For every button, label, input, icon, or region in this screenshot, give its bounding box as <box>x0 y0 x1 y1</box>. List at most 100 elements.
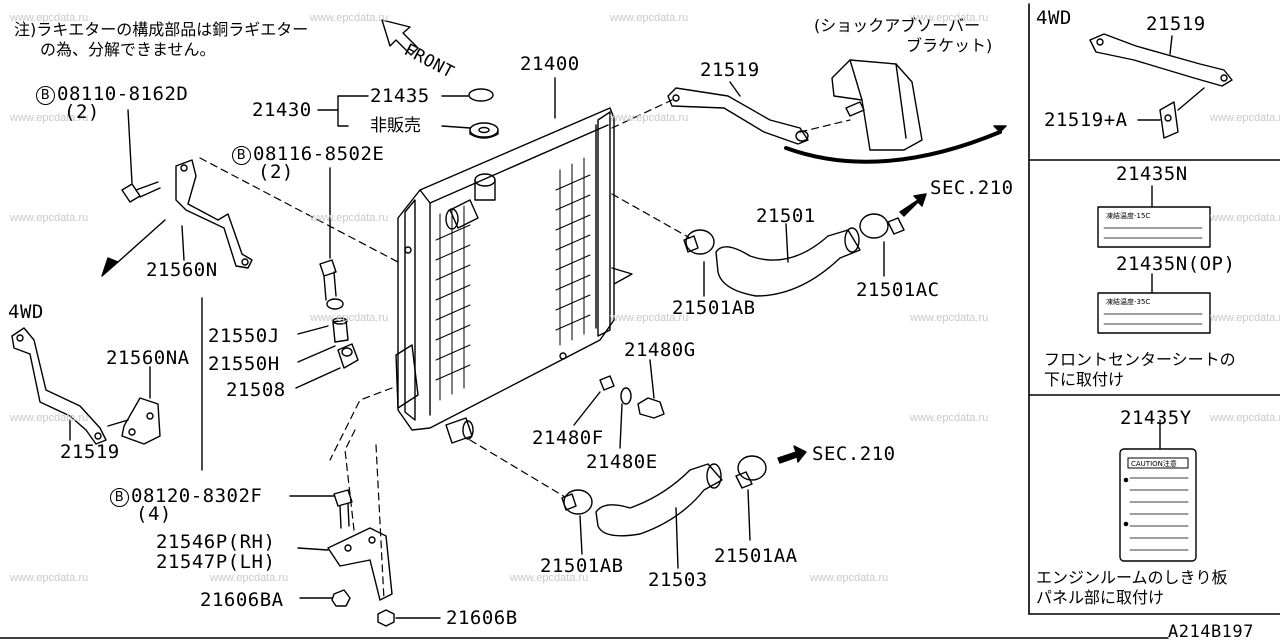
part-21501aa: 21501AA <box>714 545 798 567</box>
sec-210-upper: SEC.210 <box>930 177 1014 199</box>
watermark: www.epcdata.ru <box>610 112 689 124</box>
part-21519-left: 21519 <box>60 441 120 463</box>
part-21606ba: 21606BA <box>200 589 284 611</box>
grommet-21508 <box>337 343 359 369</box>
bracket-21519a <box>1159 101 1179 139</box>
bracket-21519-upper <box>667 87 809 145</box>
bolt-b1-qty: (2) <box>64 101 100 123</box>
side-part-21519: 21519 <box>1146 13 1206 35</box>
clamp-21501aa <box>735 455 767 489</box>
nut-21606b <box>377 609 395 627</box>
watermark: www.epcdata.ru <box>1210 112 1280 124</box>
watermark: www.epcdata.ru <box>610 12 689 24</box>
bolt-b3-qty: (4) <box>136 503 172 525</box>
drain-plug-21480f <box>599 375 615 391</box>
bracket-21560na <box>121 397 161 445</box>
circle-b-icon: B <box>36 86 55 105</box>
watermark: www.epcdata.ru <box>10 12 89 24</box>
bracket-note-line-1: (ショックアブソーバー <box>814 16 981 35</box>
part-21501ab-upper: 21501AB <box>672 297 756 319</box>
watermark: www.epcdata.ru <box>910 12 989 24</box>
bushing-21550h <box>332 317 349 343</box>
bolt-b2-number-text: 08116-8502E <box>253 143 385 165</box>
part-21550j: 21550J <box>208 325 280 347</box>
part-21400: 21400 <box>520 53 580 75</box>
part-21480e: 21480E <box>586 451 658 473</box>
circle-b-icon: B <box>232 146 251 165</box>
watermark: www.epcdata.ru <box>910 312 989 324</box>
coolant-tag-35c <box>1097 292 1211 334</box>
note-engine-room-line-2: パネル部に取付け <box>1036 588 1165 607</box>
four-wd-left-label: 4WD <box>8 301 44 323</box>
part-21560n: 21560N <box>146 259 218 281</box>
bolt-b3-number-text: 08120-8302F <box>131 485 263 507</box>
watermark: www.epcdata.ru <box>210 572 289 584</box>
drain-washer-21480e <box>620 387 632 405</box>
part-21508: 21508 <box>226 379 286 401</box>
circle-b-icon: B <box>110 488 129 507</box>
part-21606b: 21606B <box>446 607 518 629</box>
direction-arrow-icon <box>101 219 166 277</box>
part-21501ac: 21501AC <box>856 279 940 301</box>
watermark: www.epcdata.ru <box>10 572 89 584</box>
bracket-note-line-2: ブラケット) <box>906 36 993 55</box>
bracket-21519-4wd-side <box>1089 33 1233 87</box>
part-21503: 21503 <box>648 569 708 591</box>
curved-arrow-icon <box>784 130 1002 164</box>
caution-text: CAUTION注意 <box>1131 460 1177 468</box>
tag-15c-text: 凍結温度-15C <box>1106 212 1151 220</box>
watermark: www.epcdata.ru <box>10 412 89 424</box>
watermark: www.epcdata.ru <box>1210 312 1280 324</box>
part-21435: 21435 <box>370 85 430 107</box>
clamp-21501ac <box>859 213 905 239</box>
note-front-seat-line-1: フロントセンターシートの <box>1044 350 1236 369</box>
note-line-1: 注)ラキエターの構成部品は銅ラギエター <box>14 20 309 39</box>
side-part-21435n: 21435N <box>1116 163 1188 185</box>
bolt-b1-number-text: 08110-8162D <box>57 83 189 105</box>
clamp-21501ab-upper <box>683 229 715 255</box>
four-wd-side-label: 4WD <box>1036 7 1072 29</box>
part-21480f: 21480F <box>532 427 604 449</box>
watermark: www.epcdata.ru <box>510 572 589 584</box>
gasket-21435 <box>468 88 494 102</box>
note-line-2: の為、分解できません。 <box>40 40 216 59</box>
part-21547p: 21547P(LH) <box>156 551 276 573</box>
note-engine-room-line-1: エンジンルームのしきり板 <box>1036 568 1228 587</box>
watermark: www.epcdata.ru <box>610 312 689 324</box>
side-panel-frame <box>1028 3 1280 615</box>
front-arrow-icon <box>381 19 419 56</box>
watermark: www.epcdata.ru <box>1210 212 1280 224</box>
watermark: www.epcdata.ru <box>310 12 389 24</box>
part-21501: 21501 <box>756 205 816 227</box>
part-21501ab-lower: 21501AB <box>540 555 624 577</box>
not-sold-label: 非販売 <box>370 116 421 136</box>
note-front-seat-line-2: 下に取付け <box>1044 370 1125 389</box>
radiator-cap <box>469 122 499 139</box>
sec-210-lower: SEC.210 <box>812 443 896 465</box>
hose-21501 <box>715 227 861 297</box>
bolt-08116-icon <box>319 259 337 301</box>
watermark: www.epcdata.ru <box>10 212 89 224</box>
watermark: www.epcdata.ru <box>810 572 889 584</box>
bracket-21519-4wd-left <box>11 327 107 445</box>
part-21430: 21430 <box>252 99 312 121</box>
washer-21550j <box>326 298 344 310</box>
part-21550h: 21550H <box>208 353 280 375</box>
watermark: www.epcdata.ru <box>310 312 389 324</box>
side-part-21435y: 21435Y <box>1120 407 1192 429</box>
part-21480g: 21480G <box>624 339 696 361</box>
bolt-08110-icon <box>121 181 161 203</box>
watermark: www.epcdata.ru <box>310 212 389 224</box>
bracket-21546p <box>327 527 393 601</box>
radiator-core <box>395 107 633 444</box>
sec-arrow-lower-icon <box>777 445 807 464</box>
hose-21503 <box>595 463 723 537</box>
side-part-21519a: 21519+A <box>1044 109 1128 131</box>
caution-label-21435y <box>1119 448 1197 562</box>
tag-35c-text: 凍結温度-35C <box>1106 298 1151 306</box>
coolant-tag-15c <box>1097 206 1211 248</box>
watermark: www.epcdata.ru <box>10 112 89 124</box>
